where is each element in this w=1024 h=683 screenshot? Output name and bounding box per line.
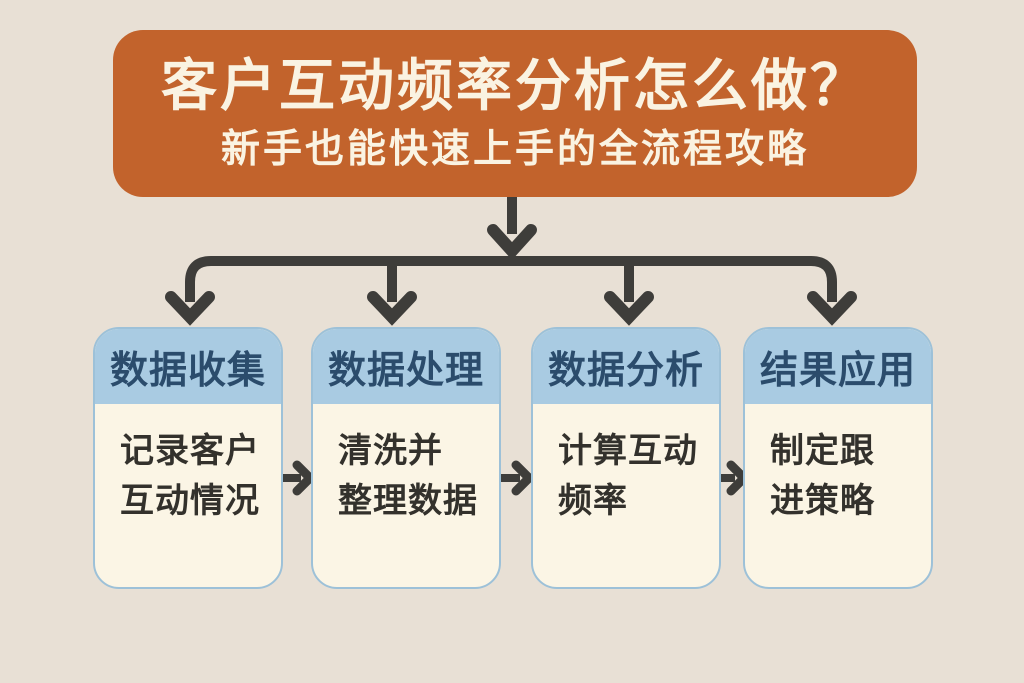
step-card-data-collection: 数据收集 记录客户 互动情况 <box>93 327 283 589</box>
branch-down-arrow-icon-4 <box>807 291 857 326</box>
main-down-arrow-icon <box>487 197 537 260</box>
step-card-data-processing: 数据处理 清洗并 整理数据 <box>311 327 501 589</box>
step-card-result-application: 结果应用 制定跟 进策略 <box>743 327 933 589</box>
step-card-description: 清洗并 整理数据 <box>313 404 499 526</box>
step-card-description: 记录客户 互动情况 <box>95 404 281 526</box>
title-banner: 客户互动频率分析怎么做？ 新手也能快速上手的全流程攻略 <box>113 30 917 197</box>
step-card-description: 制定跟 进策略 <box>745 404 931 526</box>
description-line: 互动情况 <box>120 482 260 520</box>
description-line: 记录客户 <box>120 432 260 470</box>
step-card-data-analysis: 数据分析 计算互动 频率 <box>531 327 721 589</box>
description-line: 进策略 <box>770 482 875 520</box>
step-card-title: 数据分析 <box>533 329 719 404</box>
step-card-description: 计算互动 频率 <box>533 404 719 526</box>
step-card-title: 结果应用 <box>745 329 931 404</box>
poster-title: 客户互动频率分析怎么做？ <box>161 54 869 118</box>
description-line: 整理数据 <box>338 482 478 520</box>
step-arrow-icon-2 <box>501 460 536 496</box>
description-line: 清洗并 <box>338 432 443 470</box>
branch-down-arrow-icon-1 <box>165 291 215 326</box>
branch-line <box>185 256 837 302</box>
description-line: 制定跟 <box>770 432 875 470</box>
step-arrow-icon-1 <box>282 460 317 496</box>
branch-down-arrow-icon-3 <box>604 291 654 326</box>
poster-subtitle: 新手也能快速上手的全流程攻略 <box>220 127 809 171</box>
description-line: 计算互动 <box>558 432 698 470</box>
branch-down-arrow-icon-2 <box>367 291 417 326</box>
description-line: 频率 <box>558 482 628 520</box>
step-card-title: 数据收集 <box>95 329 281 404</box>
step-card-title: 数据处理 <box>313 329 499 404</box>
